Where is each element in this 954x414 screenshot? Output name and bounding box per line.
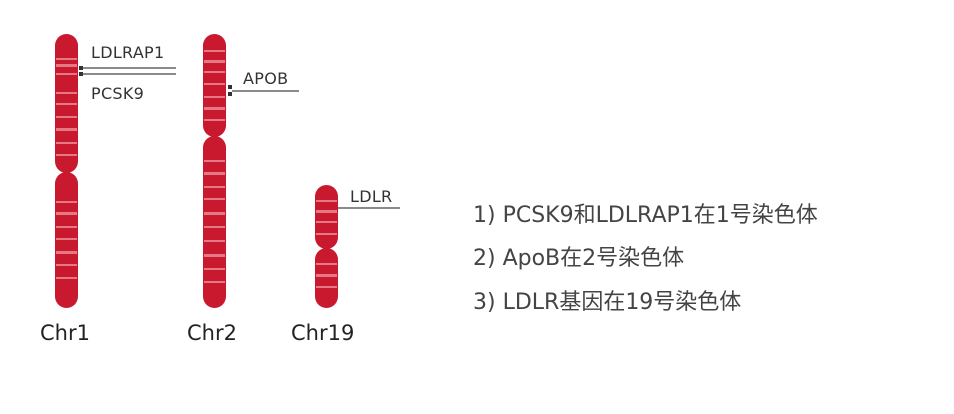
chr1-label: Chr1 — [40, 321, 90, 345]
chr2-label: Chr2 — [187, 321, 237, 345]
note-3: 3) LDLR基因在19号染色体 — [473, 290, 742, 315]
gene-label-pcsk9: PCSK9 — [91, 84, 145, 103]
chr19-q-arm — [315, 248, 338, 308]
chr1-bands — [56, 58, 77, 279]
chr19-p-arm — [315, 185, 338, 249]
pcsk9-marker — [79, 72, 176, 76]
chr2-q-arm — [203, 136, 226, 308]
chr2-p-arm — [203, 34, 226, 137]
gene-label-ldlr: LDLR — [350, 187, 393, 206]
note-2: 2) ApoB在2号染色体 — [473, 246, 685, 271]
chr19-bands — [316, 200, 337, 288]
gene-label-ldlrap1: LDLRAP1 — [91, 43, 165, 62]
gene-label-apob: APOB — [243, 69, 289, 88]
apob-marker — [228, 85, 299, 96]
ldlrap1-marker — [79, 66, 176, 70]
note-1: 1) PCSK9和LDLRAP1在1号染色体 — [473, 203, 818, 228]
chr19-label: Chr19 — [291, 321, 355, 345]
chr2-bands — [204, 50, 225, 283]
